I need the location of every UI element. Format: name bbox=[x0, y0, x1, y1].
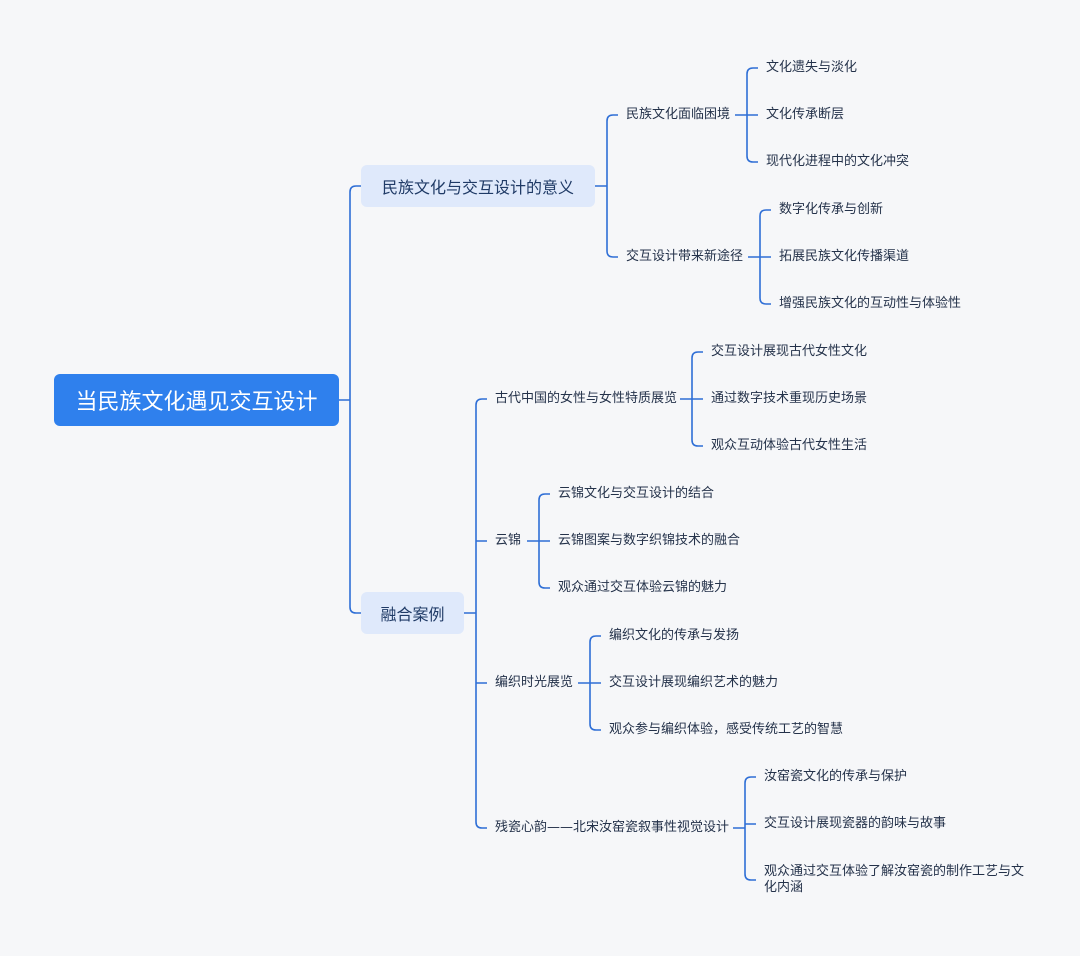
leaf-ru-story: 交互设计展现瓷器的韵味与故事 bbox=[764, 816, 947, 831]
leaf-interactivity: 增强民族文化的互动性与体验性 bbox=[779, 296, 962, 311]
topic-new-approach: 交互设计带来新途径 bbox=[626, 249, 744, 264]
leaf-women-life: 观众互动体验古代女性生活 bbox=[711, 438, 868, 453]
topic-yunjin: 云锦 bbox=[495, 533, 522, 548]
leaf-spread-channels: 拓展民族文化传播渠道 bbox=[779, 249, 910, 264]
connector-cases bbox=[464, 398, 487, 829]
branch-significance: 民族文化与交互设计的意义 bbox=[361, 165, 595, 207]
leaf-ru-craft: 观众通过交互体验了解汝窑瓷的制作工艺与文化内涵 bbox=[764, 864, 1025, 895]
connector-root bbox=[339, 185, 361, 614]
connector-weaving bbox=[578, 635, 601, 731]
leaf-yunjin-combination: 云锦文化与交互设计的结合 bbox=[558, 486, 715, 501]
connector-new-approach bbox=[748, 209, 771, 305]
topic-ru-porcelain: 残瓷心韵——北宋汝窑瓷叙事性视觉设计 bbox=[495, 820, 730, 835]
connector-significance bbox=[595, 114, 618, 258]
topic-women-exhibition: 古代中国的女性与女性特质展览 bbox=[495, 391, 678, 406]
topic-culture-dilemma: 民族文化面临困境 bbox=[626, 107, 731, 122]
leaf-historical-scenes: 通过数字技术重现历史场景 bbox=[711, 391, 868, 406]
leaf-women-culture: 交互设计展现古代女性文化 bbox=[711, 344, 868, 359]
connector-ru bbox=[733, 776, 756, 881]
leaf-weaving-experience: 观众参与编织体验，感受传统工艺的智慧 bbox=[609, 722, 844, 737]
leaf-weaving-art: 交互设计展现编织艺术的魅力 bbox=[609, 675, 779, 690]
topic-weaving: 编织时光展览 bbox=[495, 675, 574, 690]
leaf-culture-loss: 文化遗失与淡化 bbox=[766, 60, 858, 75]
leaf-yunjin-charm: 观众通过交互体验云锦的魅力 bbox=[558, 580, 728, 595]
connector-yunjin bbox=[527, 493, 550, 589]
branch-cases: 融合案例 bbox=[361, 592, 464, 634]
leaf-ru-protection: 汝窑瓷文化的传承与保护 bbox=[764, 769, 908, 784]
connector-women bbox=[680, 351, 703, 447]
leaf-digital-inheritance: 数字化传承与创新 bbox=[779, 202, 884, 217]
leaf-weaving-inheritance: 编织文化的传承与发扬 bbox=[609, 628, 740, 643]
leaf-inheritance-gap: 文化传承断层 bbox=[766, 107, 845, 122]
connector-dilemma bbox=[735, 67, 758, 163]
leaf-modernization-conflict: 现代化进程中的文化冲突 bbox=[766, 154, 910, 169]
leaf-yunjin-digital: 云锦图案与数字织锦技术的融合 bbox=[558, 533, 741, 548]
root-topic: 当民族文化遇见交互设计 bbox=[54, 374, 339, 426]
